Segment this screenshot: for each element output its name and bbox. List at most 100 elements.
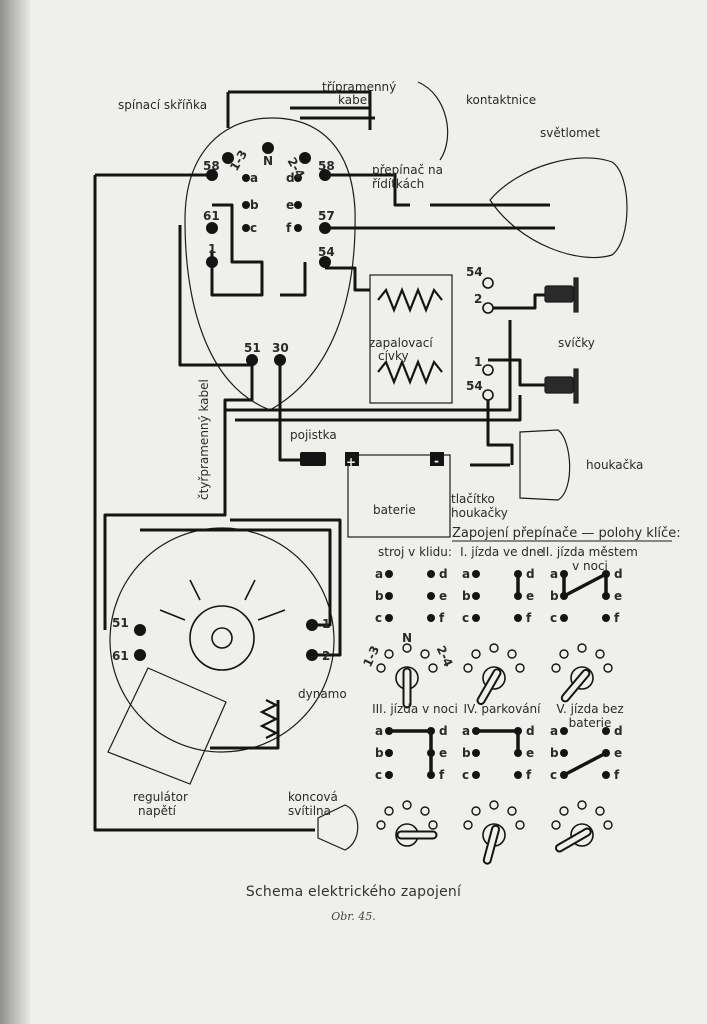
legend-contact-c	[472, 771, 480, 779]
coil-terminal-2-ring	[482, 302, 494, 314]
legend-contact-a	[472, 727, 480, 735]
legend-contact-f	[427, 771, 435, 779]
term-61: 61	[203, 209, 220, 223]
legend-letter-d: d	[614, 724, 623, 738]
coil-terminal-54a-ring	[482, 277, 494, 289]
coil-term-54-lower: 54	[466, 379, 483, 393]
key-detent	[376, 663, 386, 673]
terminal-N-dot	[262, 142, 274, 154]
key-detent	[577, 643, 587, 653]
legend-contact-e	[514, 592, 522, 600]
battery-body	[347, 454, 451, 538]
wire-30-fuse	[278, 365, 300, 462]
legend-letter-b: b	[375, 746, 384, 760]
key-mark-right: 2-4	[434, 644, 456, 670]
ignition-box-outline	[184, 117, 356, 411]
label-handlebar-switch-1: přepínač na	[372, 163, 443, 177]
battery-minus-terminal	[430, 452, 444, 466]
coil-term-1: 1	[474, 355, 482, 369]
legend-contact-d	[427, 570, 435, 578]
term-30: 30	[272, 341, 289, 355]
coil-terminal-54b-ring	[482, 389, 494, 401]
legend-letter-d: d	[439, 567, 448, 581]
legend-letter-d: d	[439, 724, 448, 738]
box-letter-c: c	[250, 221, 257, 235]
key-blade-inner	[562, 670, 589, 701]
legend-contact-f	[427, 614, 435, 622]
contact-b-dot	[242, 201, 250, 209]
key-detent	[471, 649, 481, 659]
contact-link	[563, 572, 607, 598]
label-three-core-cable-2: kabel	[338, 93, 370, 107]
term-1-3: 1-3	[227, 148, 250, 174]
key-detent	[463, 820, 473, 830]
legend-contact-d	[427, 727, 435, 735]
wire-54-coils	[325, 266, 370, 292]
wire-58-right	[325, 173, 410, 207]
key-detent	[507, 649, 517, 659]
wire-cable-band-1	[235, 395, 522, 422]
figure-number: Obr. 45.	[331, 910, 376, 923]
ignition-coils-box	[369, 274, 453, 404]
position-title: III. jízda v noci	[372, 702, 458, 716]
fuse-body	[300, 452, 326, 466]
legend-contact-a	[560, 727, 568, 735]
key-barrel	[482, 666, 506, 690]
wire-box-inner-2	[280, 262, 307, 297]
terminal-1-dot	[206, 256, 218, 268]
wire-coil-spark-2	[488, 358, 545, 387]
legend-letter-f: f	[439, 768, 445, 782]
legend-contact-b	[472, 592, 480, 600]
key-detent	[376, 820, 386, 830]
label-handlebar-switch-2: řídítkách	[372, 177, 424, 191]
legend-letter-b: b	[550, 589, 559, 603]
dynamo-terminal-2-dot	[306, 649, 318, 661]
dynamo-terminal-61-dot	[134, 649, 146, 661]
legend-contact-c	[560, 771, 568, 779]
terminal-51-dot	[246, 354, 258, 366]
legend-contact-f	[602, 771, 610, 779]
legend-contact-d	[514, 727, 522, 735]
key-detent	[428, 820, 438, 830]
key-detent	[515, 820, 525, 830]
legend-contact-f	[514, 771, 522, 779]
legend-letter-a: a	[462, 724, 470, 738]
wire-51-30-down	[103, 365, 254, 630]
term-58-left: 58	[203, 159, 220, 173]
terminal-58-left-dot	[206, 169, 218, 181]
legend-contact-a	[472, 570, 480, 578]
position-title: V. jízda bez	[556, 702, 623, 716]
legend-letter-f: f	[526, 768, 532, 782]
wire-four-core-left	[93, 175, 315, 832]
legend-contact-b	[472, 749, 480, 757]
key-detent	[603, 663, 613, 673]
dynamo-terminal-51-dot	[134, 624, 146, 636]
dynamo-poles	[159, 579, 286, 621]
box-letter-d: d	[286, 171, 295, 185]
wire-dynamo-right	[230, 518, 342, 657]
label-regulator-1: regulátor	[133, 790, 188, 804]
label-ignition-coils-2: cívky	[378, 349, 409, 363]
legend-letter-e: e	[526, 746, 534, 760]
position-title: stroj v klidu:	[378, 545, 452, 559]
legend-letter-b: b	[462, 589, 471, 603]
key-detent	[559, 806, 569, 816]
legend-contact-c	[560, 614, 568, 622]
coil-winding-lower	[377, 359, 443, 385]
label-horn-button-2: houkačky	[451, 506, 508, 520]
dynamo-housing	[109, 527, 335, 753]
legend-contact-a	[385, 727, 393, 735]
term-58-right: 58	[318, 159, 335, 173]
legend-letter-e: e	[614, 589, 622, 603]
legend-letter-c: c	[550, 611, 557, 625]
legend-contact-e	[427, 749, 435, 757]
legend-letter-d: d	[614, 567, 623, 581]
book-spine-shadow	[0, 0, 30, 1024]
key-detent	[428, 663, 438, 673]
spark-plug-1	[544, 285, 574, 303]
key-detent	[551, 820, 561, 830]
coil-term-54-upper: 54	[466, 265, 483, 279]
